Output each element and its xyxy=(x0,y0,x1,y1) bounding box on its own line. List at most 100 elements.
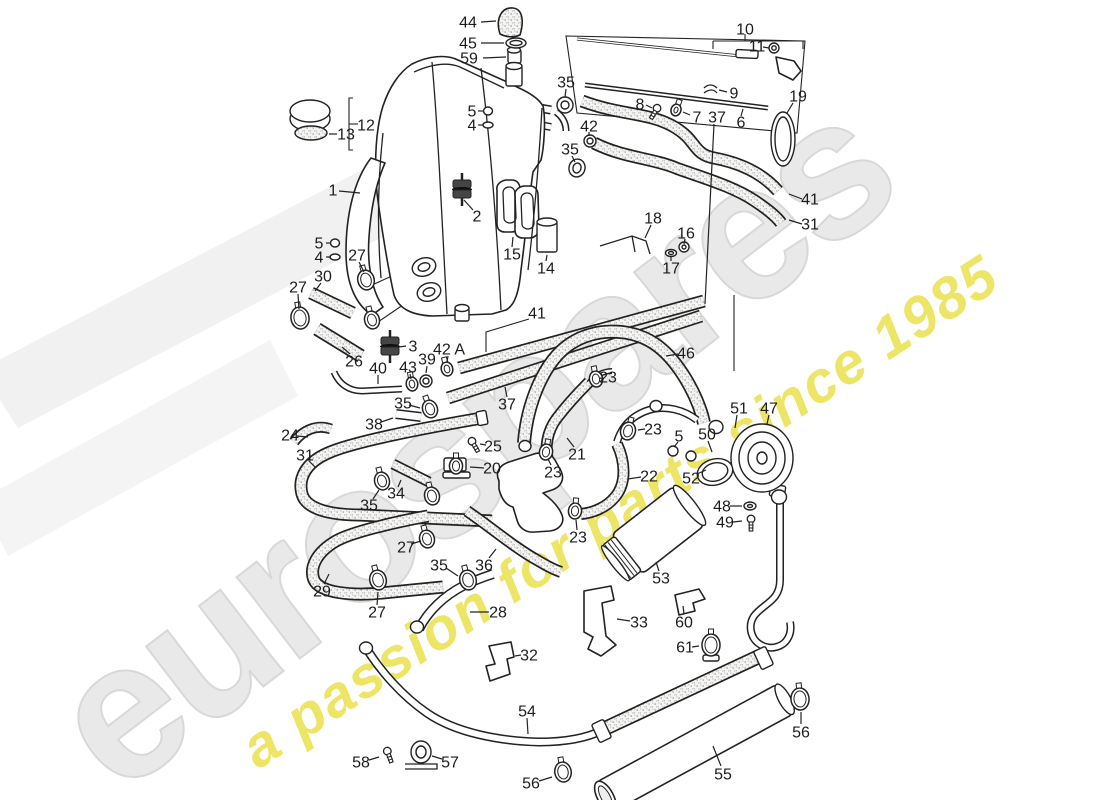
part-label-32: 32 xyxy=(514,648,538,665)
part-number-text: 39 xyxy=(418,352,436,369)
part-outline xyxy=(775,56,802,81)
part-label-46: 46 xyxy=(665,346,695,363)
label-leader-line xyxy=(575,519,578,531)
part-number-text: 59 xyxy=(460,51,478,68)
part-label-23: 23 xyxy=(599,370,617,387)
ring-part xyxy=(770,489,788,505)
smooth-pipe-fill xyxy=(365,649,605,746)
part-number-text: 22 xyxy=(640,469,658,486)
part-number-text: 60 xyxy=(675,615,693,632)
label-leader-line xyxy=(372,489,380,500)
part-label-11: 11 xyxy=(749,39,770,56)
part-number-text: 57 xyxy=(441,755,459,772)
part-number-text: 35 xyxy=(394,396,412,413)
stippled-hose-fill xyxy=(446,311,703,403)
part-number-text: 23 xyxy=(644,422,662,439)
ring-part xyxy=(294,125,328,141)
part-number-text: 48 xyxy=(713,499,731,516)
part-number-text: 5 xyxy=(675,429,684,446)
part-label-12: 12 xyxy=(357,118,375,135)
ring-part xyxy=(667,445,679,457)
ring-part xyxy=(358,641,374,655)
hose-clamp-icon xyxy=(290,301,310,330)
ring-part xyxy=(509,39,523,47)
part-number-text: 21 xyxy=(568,447,586,464)
ring-part xyxy=(701,461,729,483)
part-label-31: 31 xyxy=(296,448,317,469)
part-number-text: 5 xyxy=(315,236,324,253)
stippled-hose-fill xyxy=(464,507,563,577)
label-leader-line xyxy=(526,717,529,735)
hose-clamp-icon xyxy=(588,365,604,388)
part-label-29: 29 xyxy=(313,573,331,601)
detail-line xyxy=(599,235,651,255)
hose-clamp-icon xyxy=(553,756,573,783)
label-leader-line xyxy=(398,345,407,348)
ring-part xyxy=(685,450,697,462)
part-number-text: 58 xyxy=(352,755,370,772)
label-leader-line xyxy=(397,479,402,488)
part-label-37: 37 xyxy=(704,110,726,305)
part-number-text: 29 xyxy=(313,584,331,601)
part-number-text: 54 xyxy=(518,704,536,721)
part-label-47: 47 xyxy=(760,401,778,425)
ring-part xyxy=(667,250,675,256)
rubber-mount-icon xyxy=(452,173,472,206)
label-leader-line xyxy=(645,104,653,109)
part-outline xyxy=(496,452,564,533)
label-leader-line xyxy=(358,261,365,273)
part-label-41: 41 xyxy=(528,306,546,323)
part-label-15: 15 xyxy=(503,236,521,264)
hose-clamp-icon xyxy=(790,682,810,711)
hose-clamp-icon xyxy=(538,438,554,461)
part-label-60: 60 xyxy=(675,605,693,632)
part-number-text: 17 xyxy=(662,261,680,278)
part-number-text: 1 xyxy=(329,183,338,200)
part-label-41: 41 xyxy=(788,192,819,209)
part-label-16: 16 xyxy=(677,226,695,245)
ring-part xyxy=(482,121,494,129)
stippled-hose-fill xyxy=(308,288,356,318)
label-leader-line xyxy=(514,654,522,657)
construction-line xyxy=(712,34,804,49)
smooth-pipe-fill xyxy=(395,410,422,421)
part-number-text: 43 xyxy=(399,360,417,377)
part-label-51: 51 xyxy=(730,401,748,429)
label-leader-line xyxy=(766,414,770,425)
detail-line xyxy=(480,67,502,311)
label-leader-line xyxy=(425,365,428,374)
part-number-text: 36 xyxy=(475,558,493,575)
small-part xyxy=(735,48,759,60)
ring-part xyxy=(417,262,431,272)
part-label-48: 48 xyxy=(713,499,742,516)
part-number-text: 47 xyxy=(760,401,778,418)
part-label-4: 4 xyxy=(468,118,483,135)
detail-line xyxy=(377,132,384,279)
part-label-8: 8 xyxy=(636,97,653,114)
part-label-38: 38 xyxy=(365,417,394,434)
part-number-text: 28 xyxy=(489,605,507,622)
part-number-text: 41 xyxy=(528,306,546,323)
part-label-27: 27 xyxy=(368,591,386,622)
part-outline xyxy=(674,588,706,616)
part-number-text: 12 xyxy=(357,118,375,135)
ring-part xyxy=(708,419,724,435)
smooth-pipe-fill xyxy=(584,84,769,109)
small-part xyxy=(475,409,489,427)
ring-part xyxy=(422,377,430,385)
hose-clamp-icon xyxy=(670,98,683,117)
smooth-pipe-fill xyxy=(554,110,568,132)
part-label-23: 23 xyxy=(569,519,587,547)
construction-line xyxy=(485,318,530,352)
detail-line xyxy=(703,84,718,89)
part-label-3: 3 xyxy=(398,339,418,356)
part-number-text: 40 xyxy=(369,361,387,378)
label-leader-line xyxy=(368,756,380,761)
hose-clamp-icon xyxy=(363,305,381,330)
part-label-35: 35 xyxy=(394,396,421,413)
hose-clamp-icon xyxy=(421,394,439,419)
label-leader-line xyxy=(296,435,309,438)
part-number-text: 56 xyxy=(792,725,810,742)
detail-line xyxy=(502,186,517,224)
label-leader-line xyxy=(704,123,715,305)
